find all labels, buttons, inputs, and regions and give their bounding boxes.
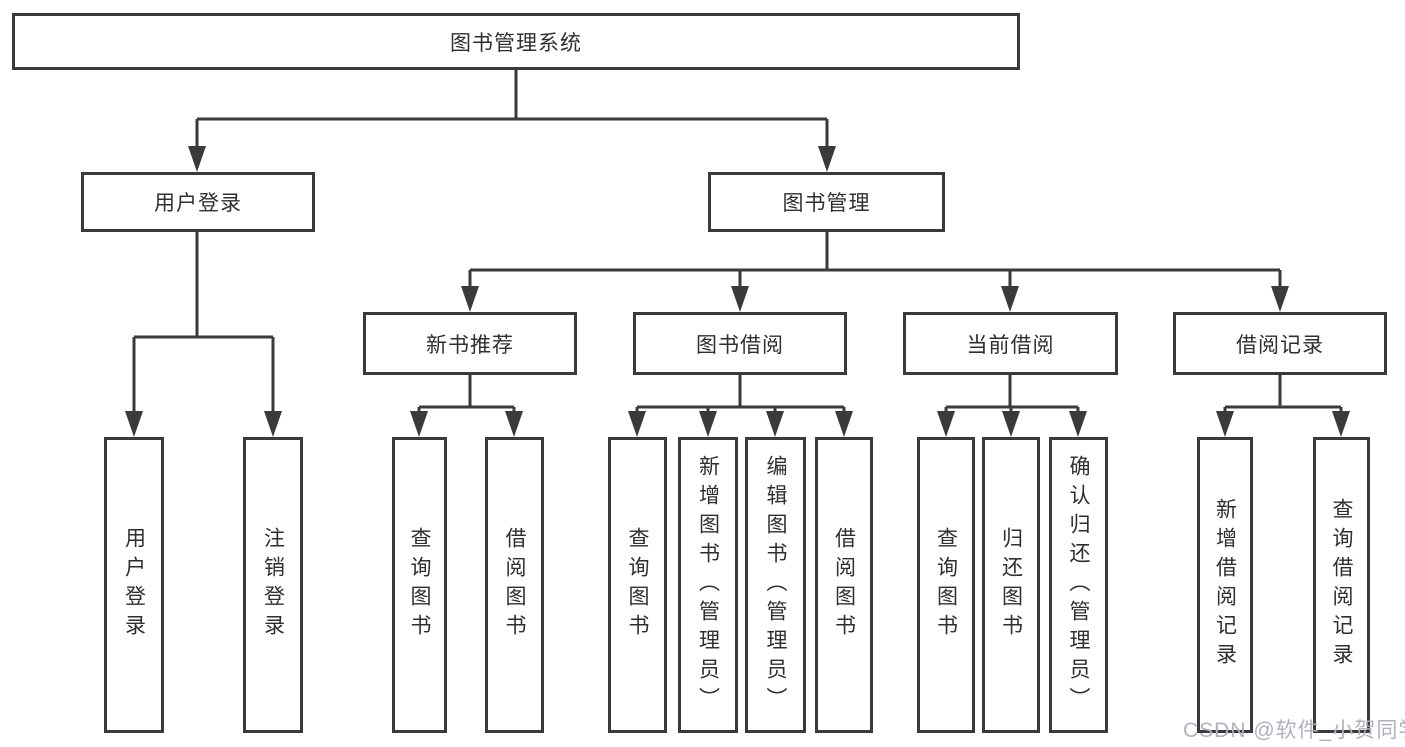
node-current-borrowing: 当前借阅: [903, 312, 1118, 375]
arrow-down-icon: [766, 411, 784, 437]
edge-newbooks-to-leaves: [417, 375, 516, 415]
node-library-management-system: 图书管理系统: [12, 13, 1020, 70]
node-new-book-recommendation: 新书推荐: [363, 312, 577, 375]
arrow-down-icon: [1271, 286, 1289, 312]
edge-root-to-level1: [195, 70, 829, 150]
leaf-label: 用户登录: [122, 527, 146, 643]
edge-bookmgmt-to-level2: [468, 232, 1282, 290]
leaf-add-books-admin: 新增图书（管理员）: [678, 437, 738, 733]
leaf-label: 注销登录: [261, 527, 285, 643]
leaf-user-login: 用户登录: [104, 437, 164, 733]
edge-records-to-leaves: [1223, 375, 1343, 415]
edge-bookborrow-to-leaves: [635, 375, 846, 415]
leaf-query-books: 查询图书: [392, 437, 447, 733]
node-label: 图书管理系统: [450, 31, 582, 55]
leaf-label: 新增图书（管理员）: [696, 454, 720, 716]
node-book-management: 图书管理: [708, 172, 945, 232]
arrow-down-icon: [731, 286, 749, 312]
node-label: 图书借阅: [696, 333, 784, 357]
edge-userlogin-to-leaves: [132, 232, 275, 415]
leaf-label: 编辑图书（管理员）: [764, 454, 787, 716]
arrow-down-icon: [835, 411, 853, 437]
leaf-return-books: 归还图书: [982, 437, 1040, 733]
leaf-label: 借阅图书: [832, 527, 856, 643]
leaf-query-books: 查询图书: [608, 437, 667, 733]
node-label: 借阅记录: [1236, 333, 1324, 357]
arrow-down-icon: [1069, 411, 1087, 437]
arrow-down-icon: [937, 411, 955, 437]
leaf-label: 查询图书: [408, 527, 431, 643]
arrow-down-icon: [505, 411, 523, 437]
leaf-label: 归还图书: [999, 527, 1023, 643]
arrow-down-icon: [264, 411, 282, 437]
node-borrowing-records: 借阅记录: [1173, 312, 1387, 375]
edge-currentborrow-to-leaves: [944, 375, 1080, 415]
node-book-borrowing: 图书借阅: [633, 312, 847, 375]
leaf-label: 新增借阅记录: [1213, 498, 1237, 672]
arrow-down-icon: [1002, 411, 1020, 437]
leaf-add-borrow-record: 新增借阅记录: [1197, 437, 1253, 733]
leaf-query-books: 查询图书: [917, 437, 975, 733]
leaf-label: 查询图书: [934, 527, 958, 643]
arrow-down-icon: [628, 411, 646, 437]
leaf-label: 查询图书: [626, 527, 649, 643]
arrow-down-icon: [818, 146, 836, 172]
node-label: 当前借阅: [966, 333, 1055, 357]
arrow-down-icon: [1001, 286, 1019, 312]
node-label: 新书推荐: [426, 333, 514, 357]
leaf-borrow-books: 借阅图书: [815, 437, 873, 733]
leaf-label: 查询借阅记录: [1330, 498, 1353, 672]
arrow-down-icon: [1216, 411, 1234, 437]
leaf-edit-books-admin: 编辑图书（管理员）: [745, 437, 806, 733]
leaf-logout: 注销登录: [243, 437, 303, 733]
csdn-watermark: CSDN @软件_小贺同学: [1183, 719, 1405, 742]
node-label: 图书管理: [782, 192, 871, 215]
leaf-label: 借阅图书: [503, 527, 526, 643]
arrow-down-icon: [410, 411, 428, 437]
arrow-down-icon: [188, 146, 206, 172]
leaf-query-borrow-record: 查询借阅记录: [1313, 437, 1370, 733]
arrow-down-icon: [461, 286, 479, 312]
arrow-down-icon: [699, 411, 717, 437]
leaf-borrow-books: 借阅图书: [485, 437, 544, 733]
leaf-confirm-return-admin: 确认归还（管理员）: [1049, 437, 1108, 733]
arrow-down-icon: [125, 411, 143, 437]
node-user-login: 用户登录: [81, 172, 315, 232]
node-label: 用户登录: [154, 192, 242, 215]
leaf-label: 确认归还（管理员）: [1067, 454, 1090, 716]
arrow-down-icon: [1332, 411, 1350, 437]
